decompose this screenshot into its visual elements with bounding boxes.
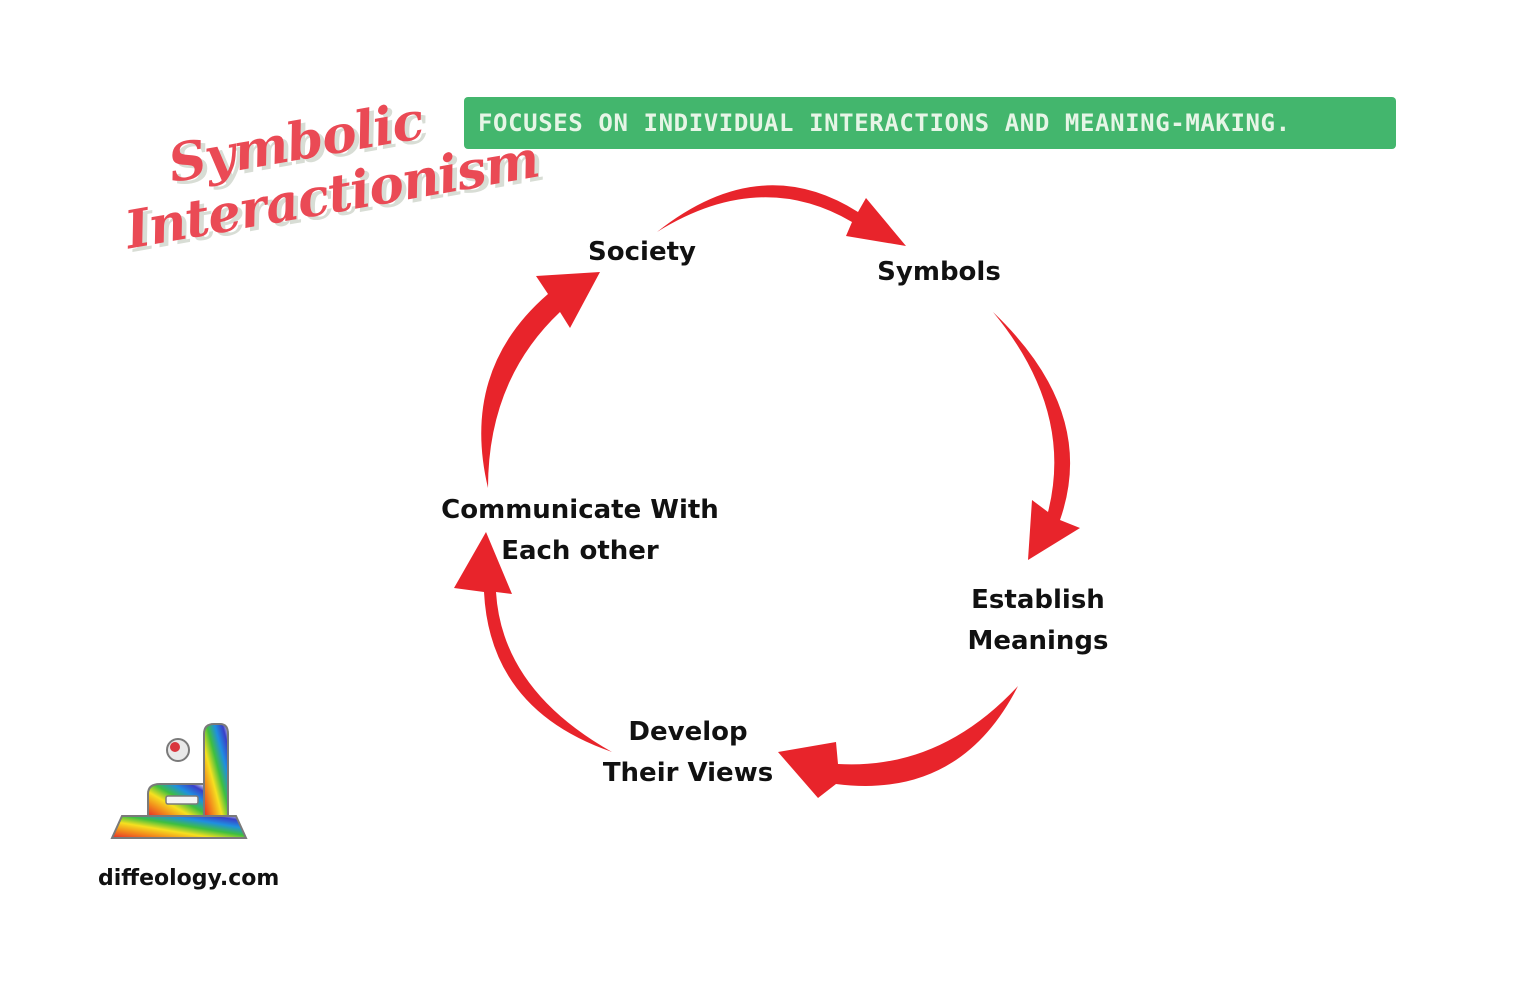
arrow-establish-to-develop — [778, 686, 1018, 798]
node-communicate-with-each-other: Communicate With Each other — [430, 490, 730, 572]
arrow-symbols-to-establish — [993, 312, 1080, 560]
banner-text: FOCUSES ON INDIVIDUAL INTERACTIONS AND M… — [478, 109, 1291, 137]
node-develop-line-2: Their Views — [602, 758, 774, 788]
node-establish-line-1: Establish — [971, 585, 1105, 615]
node-establish-line-2: Meanings — [967, 626, 1109, 656]
node-communicate-line-1: Communicate With — [441, 495, 719, 525]
node-symbols: Symbols — [864, 252, 1014, 293]
arrow-society-to-symbols — [657, 185, 906, 246]
site-url: diffeology.com — [98, 866, 280, 891]
summary-banner: FOCUSES ON INDIVIDUAL INTERACTIONS AND M… — [464, 97, 1396, 149]
node-develop-line-1: Develop — [628, 717, 748, 747]
arrow-communicate-to-society — [481, 272, 600, 488]
arrow-develop-to-communicate — [454, 532, 612, 752]
node-society: Society — [572, 232, 712, 273]
node-develop-their-views: Develop Their Views — [590, 712, 786, 794]
node-communicate-line-2: Each other — [501, 536, 659, 566]
node-symbols-line-1: Symbols — [877, 257, 1001, 287]
node-society-line-1: Society — [588, 237, 696, 267]
diffeology-logo-icon — [110, 723, 248, 839]
node-establish-meanings: Establish Meanings — [948, 580, 1128, 662]
